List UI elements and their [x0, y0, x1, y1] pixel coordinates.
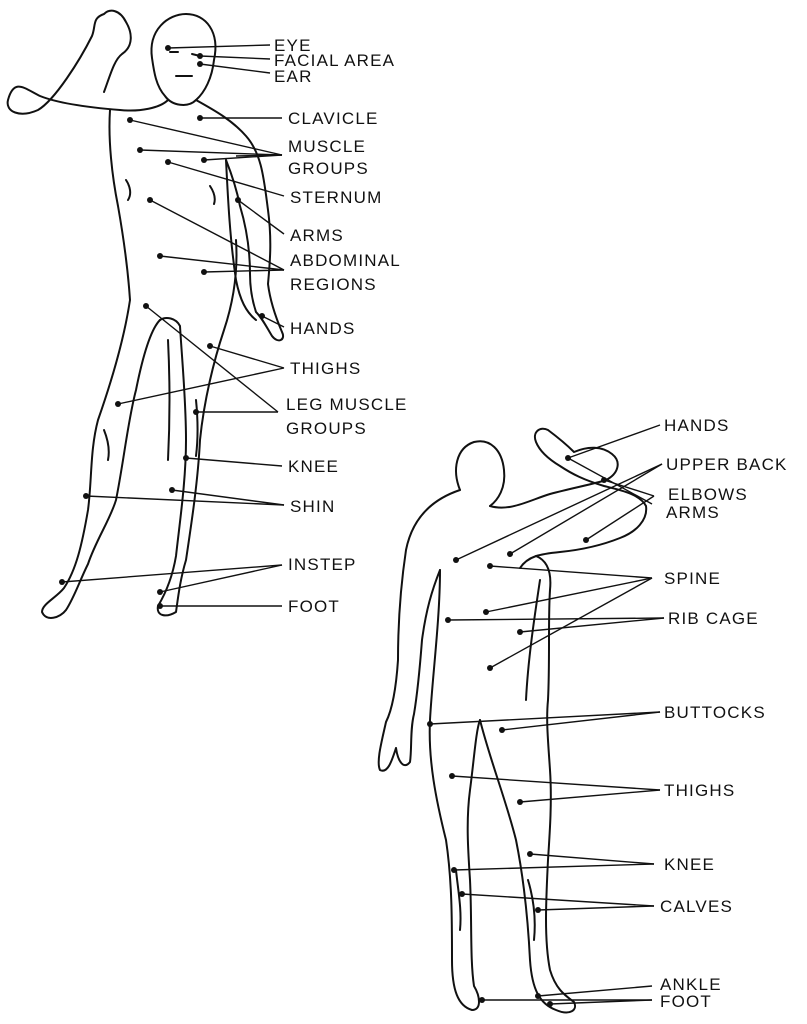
label-abdominal-line2: REGIONS [290, 275, 377, 294]
back-figure-outline [379, 429, 647, 1013]
back-labels: HANDS UPPER BACK ELBOWS ARMS SPINE RIB C… [660, 416, 788, 1011]
label-calves: CALVES [660, 897, 733, 916]
label-ear: EAR [274, 67, 313, 86]
front-leader-lines [59, 45, 284, 609]
label-buttocks: BUTTOCKS [664, 703, 766, 722]
label-knee: KNEE [288, 457, 339, 476]
front-labels: EYE FACIAL AREA EAR CLAVICLE MUSCLE GROU… [274, 36, 408, 616]
label-muscle-groups-line1: MUSCLE [288, 137, 366, 156]
label-leg-muscle-line2: GROUPS [286, 419, 367, 438]
label-muscle-groups-line2: GROUPS [288, 159, 369, 178]
label-rib-cage: RIB CAGE [668, 609, 759, 628]
label-sternum: STERNUM [290, 188, 382, 207]
label-hands: HANDS [290, 319, 356, 338]
label-back-thighs: THIGHS [664, 781, 735, 800]
label-clavicle: CLAVICLE [288, 109, 379, 128]
label-elbows: ELBOWS [668, 485, 748, 504]
label-upper-back: UPPER BACK [666, 455, 788, 474]
label-thighs: THIGHS [290, 359, 361, 378]
front-figure-outline [8, 11, 283, 618]
label-abdominal-line1: ABDOMINAL [290, 251, 401, 270]
label-spine: SPINE [664, 569, 721, 588]
label-arms: ARMS [290, 226, 344, 245]
label-shin: SHIN [290, 497, 335, 516]
label-back-knee: KNEE [664, 855, 715, 874]
label-instep: INSTEP [288, 555, 357, 574]
label-leg-muscle-line1: LEG MUSCLE [286, 395, 408, 414]
label-back-hands: HANDS [664, 416, 730, 435]
label-back-arms: ARMS [666, 503, 720, 522]
label-back-foot: FOOT [660, 992, 712, 1011]
label-foot: FOOT [288, 597, 340, 616]
